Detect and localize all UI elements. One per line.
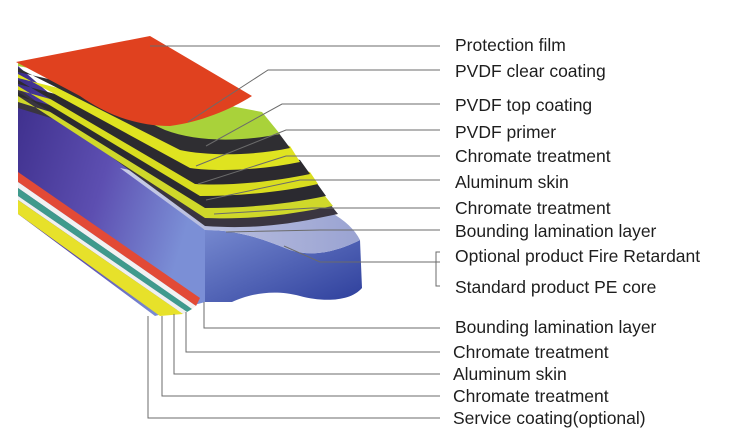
label-fire-retardant: Optional product Fire Retardant xyxy=(455,246,701,266)
label-chromate-treatment-top-2: Chromate treatment xyxy=(455,198,611,218)
label-pvdf-clear-coating: PVDF clear coating xyxy=(455,61,606,81)
pe-core-side xyxy=(205,230,362,302)
stripe-teal xyxy=(18,188,192,312)
stripe-white-2 xyxy=(18,196,187,314)
label-bounding-lamination-top: Bounding lamination layer xyxy=(455,221,657,241)
label-protection-film: Protection film xyxy=(455,35,566,55)
label-aluminum-skin-bottom: Aluminum skin xyxy=(453,364,567,384)
label-service-coating: Service coating(optional) xyxy=(453,408,646,428)
leader-lines-top xyxy=(150,45,440,287)
stripe-white xyxy=(18,182,196,309)
label-pvdf-top-coating: PVDF top coating xyxy=(455,95,593,115)
label-pvdf-primer: PVDF primer xyxy=(455,122,557,142)
protection-film-layer xyxy=(16,36,252,126)
stripe-red xyxy=(18,172,200,306)
label-aluminum-skin-top: Aluminum skin xyxy=(455,172,569,192)
label-chromate-treatment-top-1: Chromate treatment xyxy=(455,146,611,166)
label-chromate-treatment-bottom-2: Chromate treatment xyxy=(453,386,609,406)
stripe-yellow xyxy=(18,200,183,316)
label-bounding-lamination-bottom: Bounding lamination layer xyxy=(455,317,657,337)
label-chromate-treatment-bottom-1: Chromate treatment xyxy=(453,342,609,362)
label-pe-core: Standard product PE core xyxy=(455,277,657,297)
leader-lines-bottom xyxy=(147,302,440,419)
panel-front-face xyxy=(18,66,205,316)
